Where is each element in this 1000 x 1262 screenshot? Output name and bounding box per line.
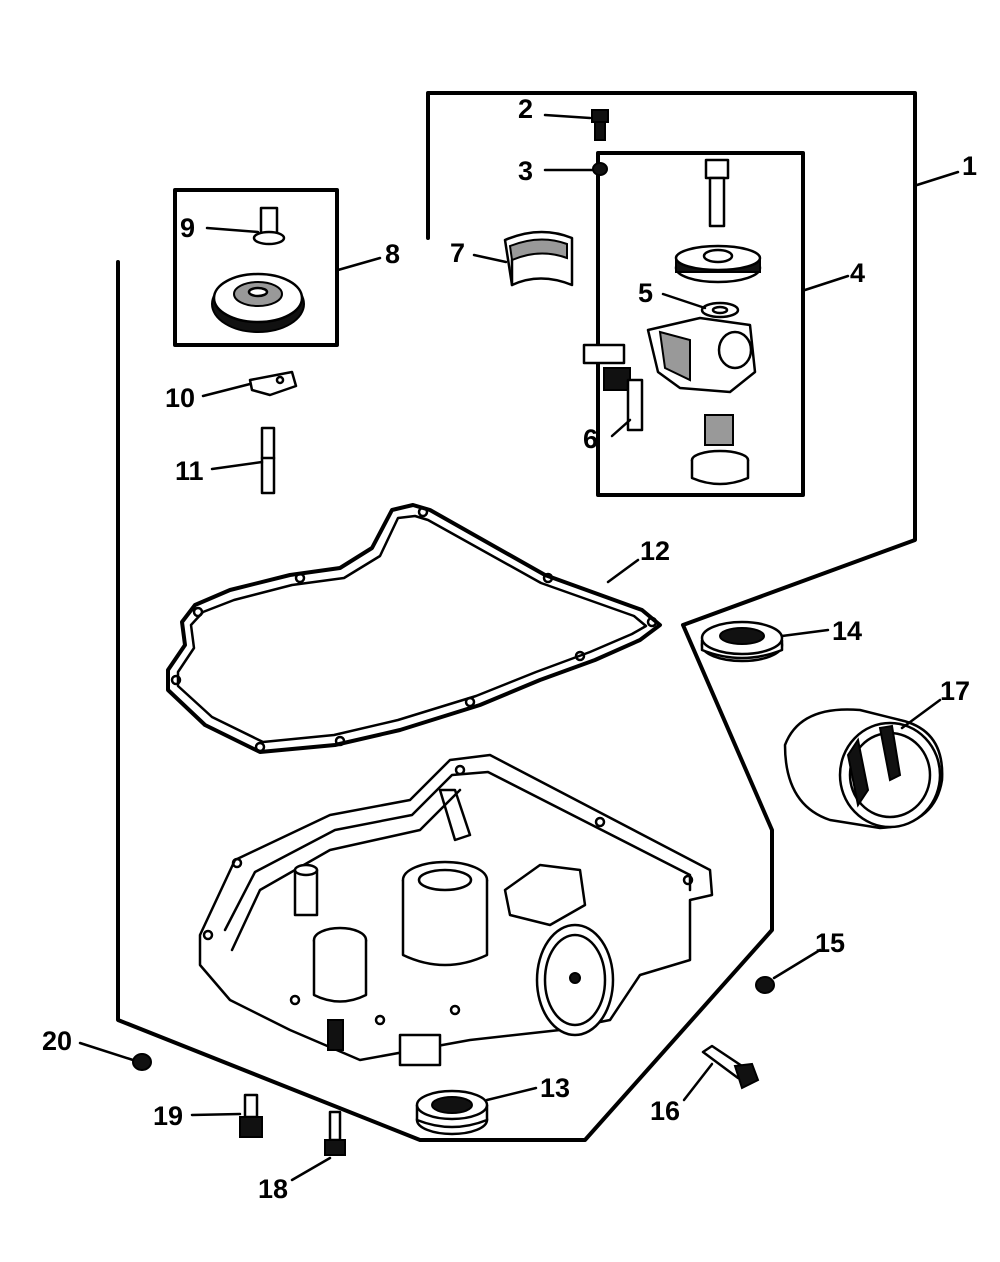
callout-labels: 1 2 3 4 5 6 7 8 9 10 11 12 13 14 15 16 1… xyxy=(42,94,977,1204)
callout-17: 17 xyxy=(940,676,970,706)
callout-15: 15 xyxy=(815,928,845,958)
callout-8: 8 xyxy=(385,239,400,269)
part-5-washer xyxy=(700,301,740,319)
callout-13: 13 xyxy=(540,1073,570,1103)
callout-19: 19 xyxy=(153,1101,183,1131)
callout-1: 1 xyxy=(962,151,977,181)
callout-5: 5 xyxy=(638,278,653,308)
leader-lines xyxy=(78,113,960,1182)
callout-4: 4 xyxy=(850,258,865,288)
part-10-shim xyxy=(248,370,298,397)
part-13-seal xyxy=(415,1089,489,1136)
part-18-bolt xyxy=(324,1110,346,1156)
callout-6: 6 xyxy=(583,424,598,454)
part-14-seal xyxy=(700,620,784,663)
callout-9: 9 xyxy=(180,213,195,243)
part-12-gasket xyxy=(166,503,662,754)
callout-3: 3 xyxy=(518,156,533,186)
gear-subassembly-box xyxy=(173,188,339,347)
part-7-bushing xyxy=(503,230,574,287)
part-16-drain-plug xyxy=(701,1044,760,1090)
callout-10: 10 xyxy=(165,383,195,413)
callout-18: 18 xyxy=(258,1174,288,1204)
callout-16: 16 xyxy=(650,1096,680,1126)
assembly-boundary xyxy=(116,91,917,1142)
part-3-ball xyxy=(592,162,608,176)
oil-pump-subassembly-box xyxy=(596,151,805,497)
part-19-bolt xyxy=(239,1093,263,1138)
callout-2: 2 xyxy=(518,94,533,124)
callout-12: 12 xyxy=(640,536,670,566)
part-15-nut xyxy=(755,976,775,994)
callout-11: 11 xyxy=(175,456,204,486)
part-2-screw xyxy=(591,109,609,141)
part-20-nut xyxy=(132,1053,152,1071)
part-11-pin xyxy=(260,426,276,495)
callout-7: 7 xyxy=(450,238,465,268)
callout-20: 20 xyxy=(42,1026,72,1056)
part-9-pin xyxy=(252,206,286,246)
callout-14: 14 xyxy=(832,616,862,646)
part-8-gear xyxy=(211,272,305,333)
oil-pan xyxy=(198,753,714,1067)
part-6-pickup-tube xyxy=(626,378,644,432)
part-17-oil-filter xyxy=(783,708,944,830)
part-4-oil-pump xyxy=(582,158,762,486)
